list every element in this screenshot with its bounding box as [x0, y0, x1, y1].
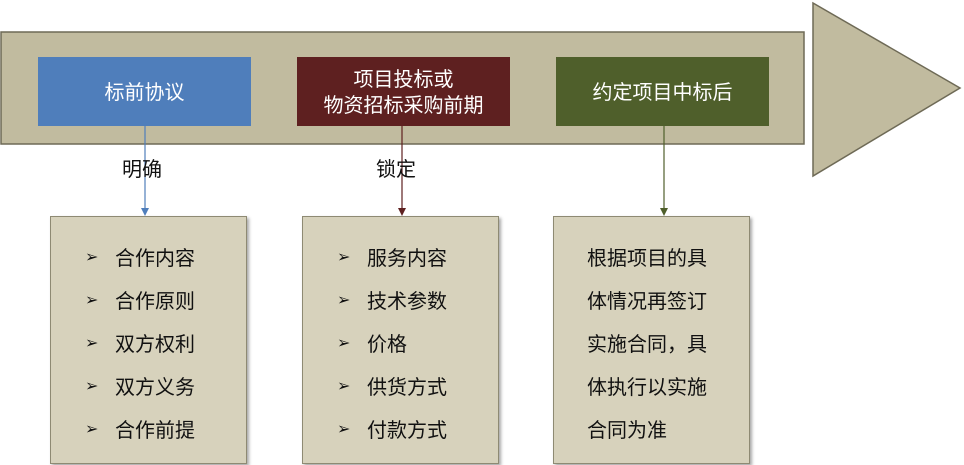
arrow-head — [812, 1, 962, 178]
list-item: ➢技术参数 — [337, 289, 447, 313]
detail-box-cooperation: ➢合作内容 ➢合作原则 ➢双方权利 ➢双方义务 ➢合作前提 — [50, 216, 247, 464]
connector-label-lock: 锁定 — [376, 157, 416, 181]
arrow-bullet-icon: ➢ — [85, 376, 99, 395]
arrow-bullet-icon: ➢ — [85, 290, 99, 309]
connector-label-clarify: 明确 — [122, 157, 162, 181]
arrow-bullet-icon: ➢ — [337, 333, 351, 352]
list-item: ➢付款方式 — [337, 418, 447, 442]
detail-box-implementation: 根据项目的具 体情况再签订 实施合同，具 体执行以实施 合同为准 — [553, 216, 750, 464]
connector-arrowhead-3 — [660, 208, 668, 216]
list-item: ➢合作原则 — [85, 289, 195, 313]
arrow-bullet-icon: ➢ — [85, 333, 99, 352]
connector-arrowhead-1 — [141, 208, 149, 216]
stage-label-2: 项目投标或 物资招标采购前期 — [323, 66, 484, 117]
list-item: ➢服务内容 — [337, 246, 447, 270]
arrow-bullet-icon: ➢ — [85, 419, 99, 438]
list-item: ➢价格 — [337, 332, 407, 356]
arrow-bullet-icon: ➢ — [337, 376, 351, 395]
cooperation-list: ➢合作内容 ➢合作原则 ➢双方权利 ➢双方义务 ➢合作前提 — [85, 235, 246, 450]
service-list: ➢服务内容 ➢技术参数 ➢价格 ➢供货方式 ➢付款方式 — [337, 235, 498, 450]
arrow-bullet-icon: ➢ — [337, 419, 351, 438]
list-item: ➢供货方式 — [337, 375, 447, 399]
list-item: ➢合作前提 — [85, 418, 195, 442]
arrow-bullet-icon: ➢ — [337, 247, 351, 266]
stage-box-bidding: 项目投标或 物资招标采购前期 — [297, 57, 510, 126]
paragraph-line: 实施合同，具 — [587, 332, 707, 356]
paragraph-line: 体执行以实施 — [587, 375, 707, 399]
arrow-bullet-icon: ➢ — [337, 290, 351, 309]
paragraph-line: 体情况再签订 — [587, 289, 707, 313]
list-item: ➢合作内容 — [85, 246, 195, 270]
connector-arrowhead-2 — [398, 208, 406, 216]
list-item: ➢双方义务 — [85, 375, 195, 399]
stage-label-1: 标前协议 — [104, 79, 185, 104]
stage-box-pre-bid: 标前协议 — [38, 57, 251, 126]
arrow-bullet-icon: ➢ — [85, 247, 99, 266]
stage-box-after-award: 约定项目中标后 — [556, 57, 769, 126]
stage-label-3: 约定项目中标后 — [592, 79, 733, 104]
detail-box-service: ➢服务内容 ➢技术参数 ➢价格 ➢供货方式 ➢付款方式 — [302, 216, 499, 464]
paragraph-line: 合同为准 — [587, 418, 667, 442]
paragraph-line: 根据项目的具 — [587, 246, 707, 270]
list-item: ➢双方权利 — [85, 332, 195, 356]
